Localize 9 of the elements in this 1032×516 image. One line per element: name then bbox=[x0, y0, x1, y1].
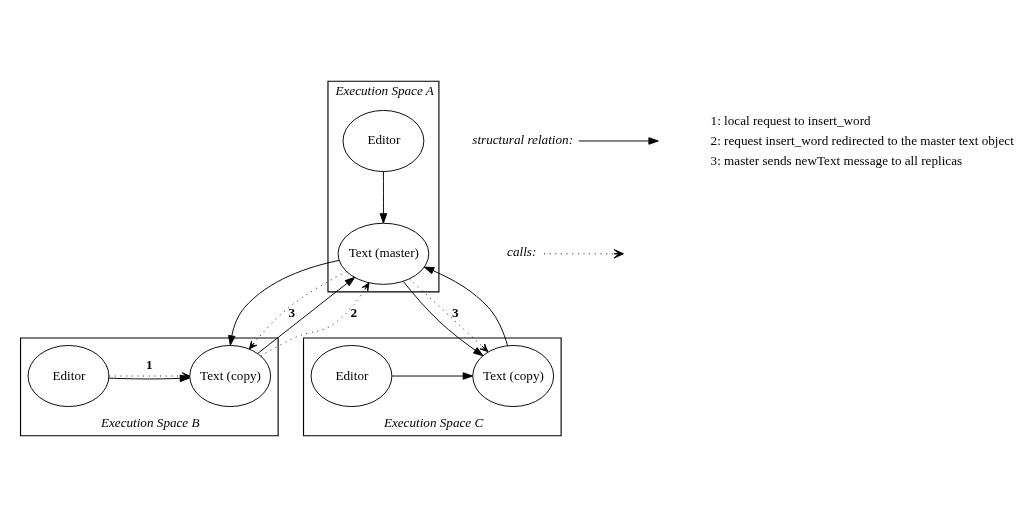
edge-label: 3 bbox=[452, 304, 459, 320]
edge-label: 3 bbox=[288, 304, 296, 320]
edge-label: 2 bbox=[350, 304, 358, 320]
legend-label: structural relation: bbox=[472, 131, 574, 147]
edge-label: 1 bbox=[146, 356, 153, 372]
label: 1: local request to insert_word bbox=[710, 112, 871, 128]
label: 3: master sends newText message to all replicas bbox=[710, 152, 963, 168]
legend-label: calls: bbox=[507, 243, 537, 259]
label: 2: request insert_word redirected to the master text object bbox=[710, 132, 1014, 148]
